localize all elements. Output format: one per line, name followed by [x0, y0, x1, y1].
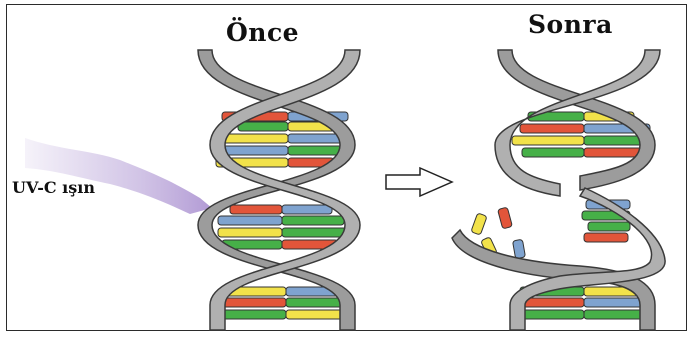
title-after: Sonra — [528, 10, 613, 39]
right-outline-arrow-icon — [386, 168, 452, 196]
dna-helix-before — [198, 50, 360, 330]
title-before: Önce — [226, 18, 299, 47]
uv-ray — [25, 138, 212, 214]
dna-helix-after — [452, 50, 665, 330]
uv-ray-label: UV-C ışın — [12, 178, 95, 197]
